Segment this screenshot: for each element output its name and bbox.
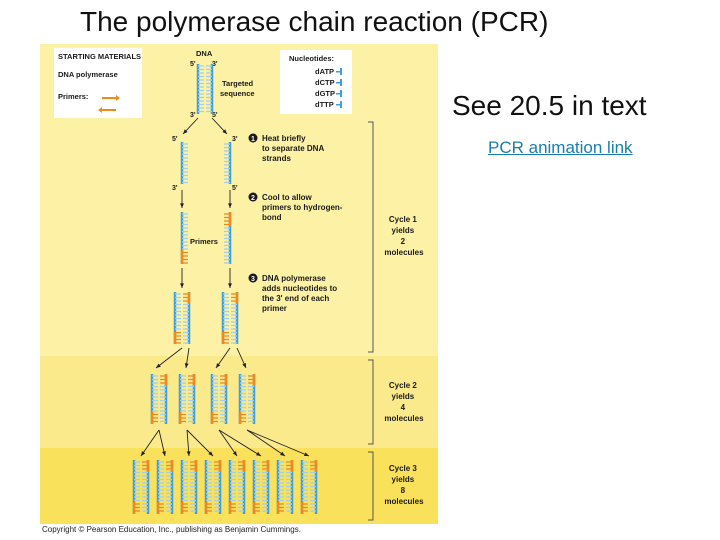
separated-three-prime-left: 3'	[172, 185, 178, 192]
annealing-arrow-left-head	[180, 203, 184, 208]
dna-label: DNA	[196, 49, 213, 58]
cycle-3-label: Cycle 3 yields 8 molecules	[384, 464, 424, 506]
cycle3-arrow-1	[140, 429, 160, 457]
cycle3-arrow-8-head	[304, 452, 309, 457]
cycle3-arrow-2-head	[162, 451, 166, 456]
cycle3-arrow-5	[218, 429, 238, 457]
starting-materials-label: STARTING MATERIALS	[58, 52, 141, 61]
primers-strand-label: Primers	[190, 237, 218, 246]
nucleotides-title: Nucleotides:	[289, 54, 334, 63]
cycle3-arrow-4	[186, 429, 214, 457]
cycle3-arrow-6	[218, 429, 262, 457]
five-prime-bottom-right: 5'	[212, 112, 218, 119]
annealing-arrow-right-head	[228, 203, 232, 208]
cycle2-arrow-1-head	[156, 363, 161, 368]
primers-label: Primers:	[58, 92, 88, 101]
extension-arrow-left-head	[180, 283, 184, 288]
step-3-number: 3	[251, 276, 255, 283]
cycle2-arrow-3-head	[216, 363, 221, 368]
separation-arrow-left-head	[183, 129, 188, 134]
cycle-2-label: Cycle 2 yields 4 molecules	[384, 381, 424, 423]
dna-polymerase-label: DNA polymerase	[58, 70, 118, 79]
cycle-1-label: Cycle 1 yields 2 molecules	[384, 215, 424, 257]
slide-title: The polymerase chain reaction (PCR)	[80, 6, 549, 37]
nucleotide-icons	[336, 68, 342, 108]
cycle2-arrow-1	[155, 347, 183, 369]
targeted-sequence-label: Targeted sequence	[220, 79, 255, 98]
cycle3-arrow-6-head	[256, 451, 261, 456]
nucleotide-dttp: dTTP	[315, 100, 334, 109]
step-3-text: DNA polymerase adds nucleotides to the 3…	[262, 274, 339, 313]
separated-five-prime-right: 5'	[232, 185, 238, 192]
cycle3-arrow-7	[246, 429, 286, 457]
cycle-brackets	[368, 121, 374, 521]
nucleotide-list: dATP dCTP dGTP dTTP	[315, 67, 335, 109]
three-prime-top-right: 3'	[212, 61, 218, 68]
three-prime-bottom-left: 3'	[190, 112, 196, 119]
nucleotide-dctp: dCTP	[315, 78, 335, 87]
dna-strand-group	[132, 64, 318, 514]
copyright-notice: Copyright © Pearson Education, Inc., pub…	[42, 525, 301, 534]
step-1-text: Heat briefly to separate DNA strands	[262, 134, 326, 163]
nucleotide-datp: dATP	[315, 67, 334, 76]
textbook-reference: See 20.5 in text	[452, 90, 647, 121]
step-1-number: 1	[251, 136, 255, 143]
cycle3-arrow-4-head	[208, 451, 213, 456]
primer-arrow-icon	[98, 95, 120, 113]
pcr-diagram: STARTING MATERIALS DNA polymerase Primer…	[40, 44, 438, 524]
extension-arrow-right-head	[228, 283, 232, 288]
cycle3-arrow-3-head	[186, 451, 191, 456]
cycle2-arrow-4-head	[242, 363, 246, 368]
step-2: 2 Cool to allow primers to hydrogen- bon…	[248, 192, 345, 222]
step-2-number: 2	[251, 195, 255, 202]
nucleotide-dgtp: dGTP	[315, 89, 335, 98]
five-prime-top-left: 5'	[190, 61, 196, 68]
separation-arrow-right-head	[222, 129, 227, 134]
cycle2-arrow-2-head	[184, 363, 189, 368]
pcr-animation-link[interactable]: PCR animation link	[488, 138, 633, 157]
cycle3-arrow-1-head	[141, 451, 146, 456]
cycle3-arrow-8	[246, 429, 310, 457]
cycle3-arrow-5-head	[232, 451, 237, 456]
starting-materials-box	[54, 48, 142, 118]
step-3: 3 DNA polymerase adds nucleotides to the…	[248, 273, 339, 313]
step-1: 1 Heat briefly to separate DNA strands	[248, 133, 326, 163]
separated-five-prime-left: 5'	[172, 136, 178, 143]
cycle3-arrow-7-head	[280, 451, 285, 456]
step-2-text: Cool to allow primers to hydrogen- bond	[262, 193, 345, 222]
separated-three-prime-right: 3'	[232, 136, 238, 143]
